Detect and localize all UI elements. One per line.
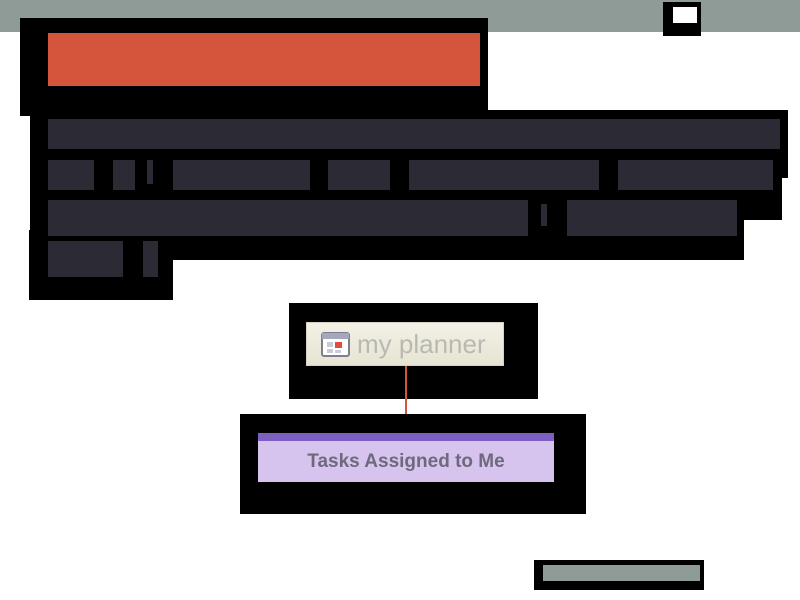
redacted-word xyxy=(618,160,773,190)
redacted-word xyxy=(541,204,547,226)
my-planner-label: my planner xyxy=(357,329,486,359)
my-planner-button[interactable]: my planner xyxy=(306,322,504,366)
window-control-button[interactable] xyxy=(673,7,697,23)
redacted-word xyxy=(409,160,599,190)
bottom-bar xyxy=(543,565,700,581)
calendar-icon xyxy=(321,332,350,357)
redacted-word xyxy=(147,160,153,184)
header-bar xyxy=(48,33,480,86)
redacted-word xyxy=(48,160,94,190)
redacted-text-line xyxy=(48,200,528,236)
redacted-word xyxy=(173,160,310,190)
tasks-assigned-to-me-button[interactable]: Tasks Assigned to Me xyxy=(258,433,554,482)
redacted-text-line xyxy=(48,119,780,149)
redacted-word xyxy=(48,241,123,277)
redacted-word xyxy=(143,241,158,277)
redacted-word xyxy=(567,200,737,236)
redacted-word xyxy=(328,160,390,190)
redacted-word xyxy=(113,160,135,190)
tasks-assigned-label: Tasks Assigned to Me xyxy=(307,450,505,472)
